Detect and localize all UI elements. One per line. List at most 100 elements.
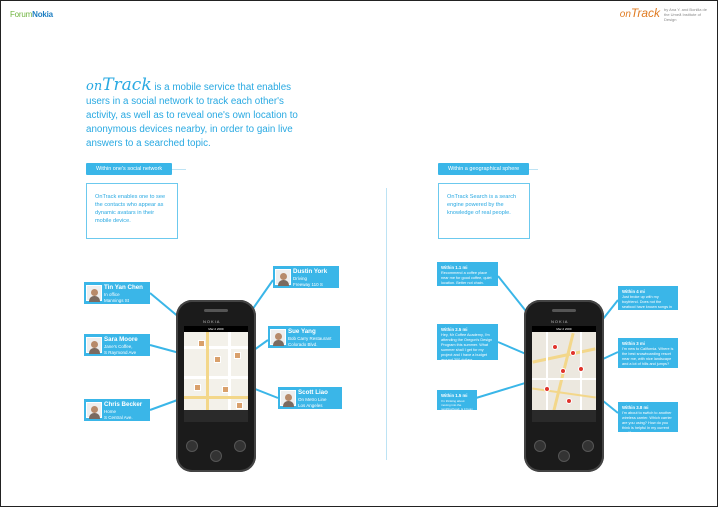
contact-location: S Raymond Ave (104, 350, 137, 355)
map-road (580, 332, 582, 412)
answer-distance: Within 1.5 mi (441, 393, 468, 398)
header-subtitle: by Ana Y. and Bonilla de the Umeå Instit… (664, 7, 707, 22)
contact-avatar (280, 390, 296, 407)
location-pin[interactable] (544, 386, 550, 392)
forum-nokia-logo: ForumNokia (10, 10, 53, 19)
location-pin[interactable] (552, 344, 558, 350)
contact-info: Scott Liao On Metro Line Los Angeles (298, 389, 358, 409)
phone-brand: NOKIA (203, 319, 221, 324)
contact-name: Chris Becker (104, 401, 143, 408)
answer-distance: Within 3.8 mi (622, 405, 649, 410)
answer-callout[interactable]: Within 2.5 mi Hey, Mr Coffee Academy, I'… (437, 324, 498, 362)
answer-text: Just broke up with my boyfriend. Does no… (622, 295, 673, 314)
contact-callout[interactable]: Dustin York Driving Freeway 110 S (273, 266, 339, 288)
contact-info: Tin Yan Chen In office Mannings St (104, 284, 164, 304)
search-map-screen: Mar 2 2009 (532, 326, 596, 422)
ontrack-inline-logo: onTrack (86, 75, 152, 95)
contact-callout[interactable]: Tin Yan Chen In office Mannings St (84, 282, 150, 304)
contact-status: Driving (293, 276, 308, 281)
contact-status: Bob Carry Restaurant (288, 336, 332, 341)
map-road (532, 387, 596, 399)
contact-name: Sara Moore (104, 336, 138, 343)
contact-avatar (86, 337, 102, 354)
answer-callout[interactable]: Within 3 mi I'm new to California. Where… (618, 338, 678, 368)
answer-distance: Within 1.1 mi (441, 265, 468, 270)
contact-avatar (86, 402, 102, 419)
contact-avatar (86, 285, 102, 302)
location-pin[interactable] (566, 398, 572, 404)
answer-callout[interactable]: Within 1.5 mi I'm thinking about moving … (437, 390, 477, 415)
contact-callout[interactable]: Scott Liao On Metro Line Los Angeles (278, 387, 342, 409)
map-road (546, 332, 548, 412)
contact-name: Dustin York (293, 268, 328, 275)
phone-search: NOKIA Mar 2 2009 (524, 300, 604, 472)
phone-toolbar (184, 410, 248, 422)
menu-key[interactable] (210, 450, 222, 462)
call-key[interactable] (534, 440, 546, 452)
answer-callout[interactable]: Within 3.8 mi I'm about to switch to ano… (618, 402, 678, 435)
map-road (184, 346, 248, 349)
location-pin[interactable] (570, 350, 576, 356)
intro-text: is a mobile service that enables users i… (86, 82, 298, 149)
intro-paragraph: onTrack is a mobile service that enables… (86, 75, 316, 151)
contact-info: Sue Yang Bob Carry Restaurant Colorado B… (288, 328, 340, 348)
contact-name: Sue Yang (288, 328, 316, 335)
contact-status: Home (104, 409, 117, 414)
contact-avatar (270, 329, 286, 346)
location-pin[interactable] (578, 366, 584, 372)
answer-distance: Within 3 mi (622, 341, 645, 346)
contact-info: Sara Moore Jane's Coffee, S Raymond Ave (104, 336, 164, 356)
ontrack-header-logo: onTrack (619, 6, 660, 20)
phone-speaker (552, 309, 576, 312)
answer-text: I'm thinking about moving into the neigh… (441, 399, 473, 415)
phone-brand: NOKIA (551, 319, 569, 324)
map-road (228, 332, 231, 412)
avatar-marker[interactable] (198, 340, 205, 347)
contact-location: Colorado Blvd. (288, 342, 318, 347)
avatar-marker[interactable] (194, 384, 201, 391)
contact-status: In office (104, 292, 120, 297)
map-road (532, 378, 596, 380)
location-pin[interactable] (560, 368, 566, 374)
contact-name: Tin Yan Chen (104, 284, 143, 291)
phone-social: NOKIA Mar 2 2009 (176, 300, 256, 472)
avatar-marker[interactable] (234, 352, 241, 359)
contact-info: Dustin York Driving Freeway 110 S (293, 268, 353, 288)
avatar-marker[interactable] (222, 386, 229, 393)
map-road (184, 376, 248, 379)
answer-text: Hey, Mr Coffee Academy, I'm attending th… (441, 333, 493, 362)
answer-callout[interactable]: Within 1.1 mi Recommend a coffee place n… (437, 262, 498, 286)
contact-location: S Central Ave. (104, 415, 133, 420)
contact-status: On Metro Line (298, 397, 327, 402)
avatar-marker[interactable] (214, 356, 221, 363)
answer-callout[interactable]: Within 4 mi Just broke up with my boyfri… (618, 286, 678, 314)
end-key[interactable] (582, 440, 594, 452)
answer-distance: Within 2.5 mi (441, 327, 468, 332)
search-description-box: OnTrack Search is a search engine powere… (438, 183, 530, 239)
call-key[interactable] (186, 440, 198, 452)
answer-text: I'm about to switch to another wireless … (622, 411, 672, 435)
contact-info: Chris Becker Home S Central Ave. (104, 401, 164, 421)
answer-text: I'm new to California. Where is the best… (622, 347, 674, 366)
social-description-box: OnTrack enables one to see the contacts … (86, 183, 178, 239)
contact-avatar (275, 269, 291, 286)
tab-geographical-sphere: Within a geographical sphere (438, 163, 530, 175)
map-road (184, 396, 248, 399)
contact-callout[interactable]: Sara Moore Jane's Coffee, S Raymond Ave (84, 334, 150, 356)
tab-social-network: Within one's social network (86, 163, 173, 175)
contact-status: Jane's Coffee, (104, 344, 133, 349)
menu-key[interactable] (558, 450, 570, 462)
map-road (206, 332, 209, 412)
contact-location: Freeway 110 S (293, 282, 323, 287)
contact-location: Los Angeles (298, 403, 323, 408)
contact-location: Mannings St (104, 298, 130, 303)
contact-callout[interactable]: Sue Yang Bob Carry Restaurant Colorado B… (268, 326, 340, 348)
contact-callout[interactable]: Chris Becker Home S Central Ave. (84, 399, 150, 421)
section-divider (386, 188, 387, 460)
avatar-marker[interactable] (236, 402, 243, 409)
end-key[interactable] (234, 440, 246, 452)
phone-speaker (204, 309, 228, 312)
contact-name: Scott Liao (298, 389, 328, 396)
status-bar: Mar 2 2009 (532, 326, 596, 332)
